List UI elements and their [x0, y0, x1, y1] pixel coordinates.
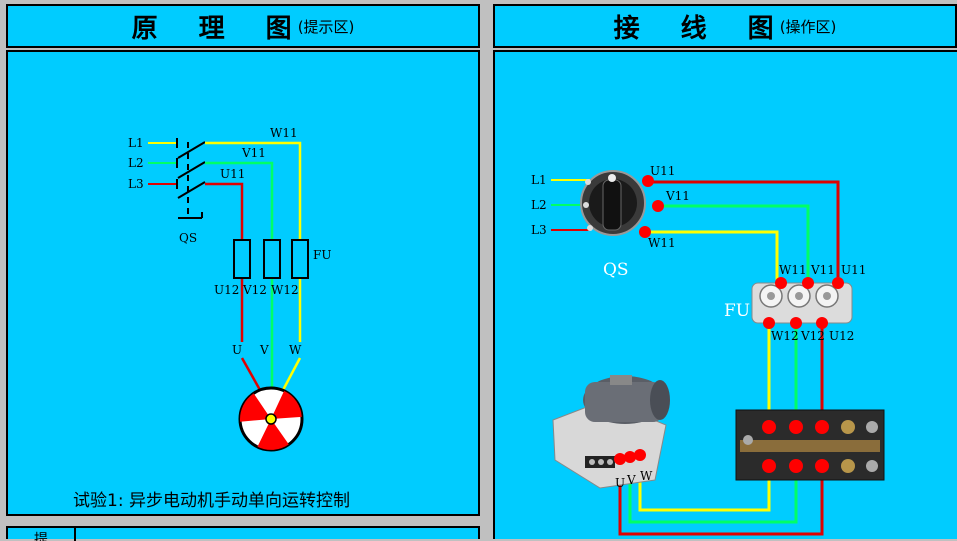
schematic-label-w11: W11: [270, 126, 298, 140]
motor-label-v: V: [626, 473, 636, 487]
wiring-label-qs: QS: [603, 260, 629, 280]
schematic-label-l2: L2: [128, 156, 144, 170]
schematic-label-v: V: [259, 343, 269, 357]
fu-fuse-block[interactable]: [751, 282, 853, 324]
schematic-title: 原 理 图: [131, 13, 308, 44]
motor-image[interactable]: [552, 375, 670, 489]
schematic-label-w: W: [289, 343, 302, 357]
hint-tab-label: 提: [34, 532, 48, 541]
wiring-label-l1: L1: [531, 173, 547, 187]
schematic-label-v11: V11: [241, 146, 266, 160]
motor-label-u: U: [615, 476, 625, 490]
schematic-label-u11: U11: [220, 167, 245, 181]
schematic-diagram: L1 L2 L3 W11 V11 U11 QS FU U12 V12 W12 U…: [128, 126, 331, 452]
schematic-label-v12: V12: [242, 283, 267, 297]
experiment-caption: 试验1: 异步电动机手动单向运转控制: [73, 491, 350, 511]
schematic-panel: 原 理 图 (提示区): [0, 0, 487, 518]
hint-tab[interactable]: 提: [8, 528, 76, 541]
wiring-label-l2: L2: [531, 198, 547, 212]
schematic-label-l1: L1: [128, 136, 144, 150]
fuse-label-w12: W12: [771, 329, 799, 343]
qs-rotary-switch[interactable]: [580, 170, 646, 236]
schematic-label-u12: U12: [214, 283, 239, 297]
wiring-label-u11: U11: [650, 164, 675, 178]
schematic-label-fu: FU: [313, 248, 331, 262]
fuse-label-u11: U11: [841, 263, 866, 277]
schematic-label-u: U: [232, 343, 242, 357]
schematic-label-w12: W12: [271, 283, 299, 297]
wiring-label-v11: V11: [665, 189, 690, 203]
wiring-title: 接 线 图: [613, 13, 790, 44]
schematic-area: L1 L2 L3 W11 V11 U11 QS FU U12 V12 W12 U…: [6, 50, 480, 516]
schematic-subtitle: (提示区): [297, 17, 355, 36]
wiring-panel: 接 线 图 (操作区): [488, 0, 957, 539]
hint-tab-panel: 提: [6, 526, 480, 541]
wiring-diagram: L1 L2 L3 U11 V11 W11 QS FU W11 V11 U11 W…: [531, 164, 885, 536]
schematic-title-bar: 原 理 图 (提示区): [6, 4, 480, 48]
schematic-label-l3: L3: [128, 177, 144, 191]
terminal-block[interactable]: [735, 409, 885, 481]
fuse-label-w11: W11: [779, 263, 807, 277]
wiring-label-fu: FU: [724, 301, 750, 321]
wiring-title-bar: 接 线 图 (操作区): [493, 4, 957, 48]
schematic-label-qs: QS: [179, 231, 197, 245]
fuse-label-v12: V12: [800, 329, 825, 343]
wiring-label-w11: W11: [648, 236, 676, 250]
fuse-label-u12: U12: [829, 329, 854, 343]
motor-label-w: W: [640, 469, 653, 483]
wiring-area[interactable]: L1 L2 L3 U11 V11 W11 QS FU W11 V11 U11 W…: [493, 50, 957, 539]
wiring-subtitle: (操作区): [779, 17, 837, 36]
wiring-label-l3: L3: [531, 223, 547, 237]
fuse-label-v11: V11: [810, 263, 835, 277]
